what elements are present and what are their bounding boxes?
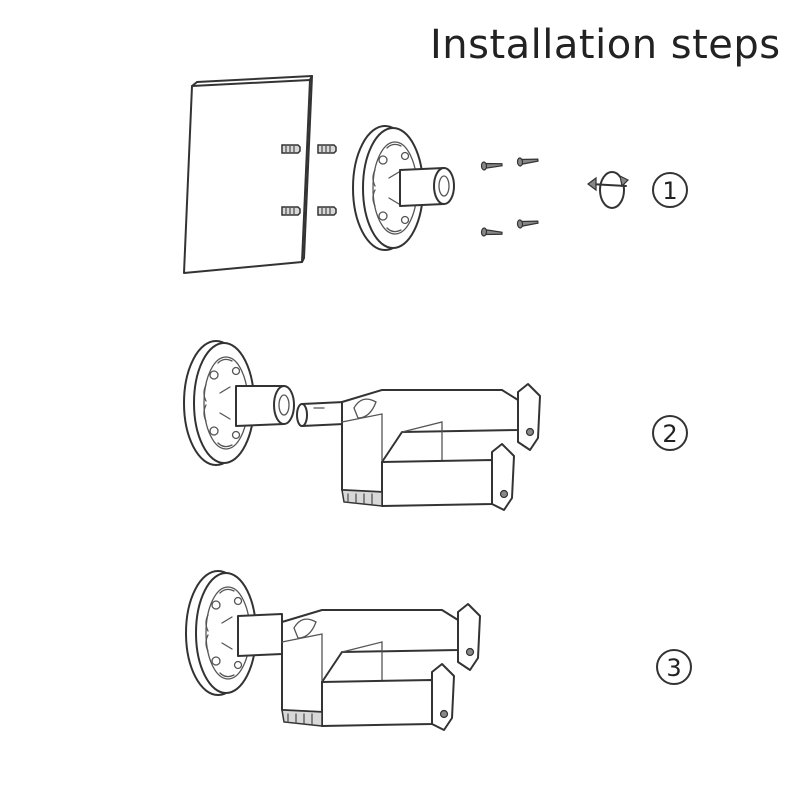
wall-plug-top	[281, 144, 301, 154]
step-2-badge: 2	[652, 415, 688, 451]
page-title: Installation steps	[430, 22, 781, 68]
step-3-badge: 3	[656, 649, 692, 685]
plug-bottom	[317, 206, 337, 216]
wood-screw	[480, 160, 503, 171]
wood-screw	[516, 217, 539, 229]
step-2-number: 2	[662, 420, 677, 448]
rotate-icon	[587, 171, 630, 209]
wood-screw	[516, 155, 539, 167]
step-3-number: 3	[666, 654, 681, 682]
step-3-illustration	[185, 570, 481, 731]
flange-mount	[183, 340, 295, 466]
step-1-badge: 1	[652, 172, 688, 208]
guitar-hanger-yoke	[281, 603, 481, 731]
wall-plug-bottom	[281, 206, 301, 216]
step-1-illustration	[183, 75, 630, 274]
guitar-hanger-yoke	[341, 383, 541, 511]
step-2-illustration	[183, 340, 541, 511]
wall-board	[183, 79, 311, 274]
wood-screw	[480, 227, 503, 238]
plug-top	[317, 144, 337, 154]
flange-mount	[352, 125, 455, 251]
flange-mount	[185, 570, 283, 696]
step-1-number: 1	[662, 177, 677, 205]
